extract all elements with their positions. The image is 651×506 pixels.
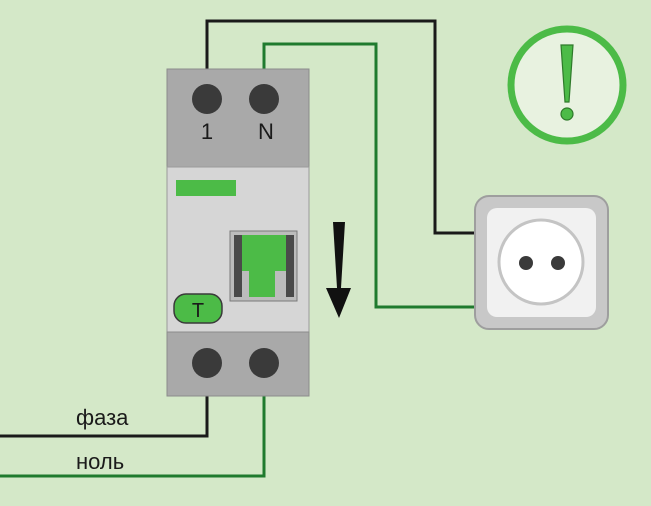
breaker-lever[interactable]: [229, 230, 298, 302]
phase-wire-label: фаза: [76, 405, 129, 430]
test-button-label: T: [192, 300, 204, 322]
socket-pin-hole-left: [519, 256, 533, 270]
terminal-label-neutral: N: [258, 119, 274, 144]
status-indicator: [176, 180, 236, 196]
down-arrow-icon: [326, 222, 351, 318]
terminal-screw-neutral-bottom: [249, 348, 279, 378]
test-button[interactable]: T: [173, 293, 223, 324]
breaker-top-block: [166, 68, 310, 168]
phase-wire-top: [205, 19, 475, 235]
neutral-wire-top: [262, 42, 475, 309]
power-socket-icon: [474, 195, 609, 330]
neutral-wire-label: ноль: [76, 449, 124, 474]
terminal-label-phase: 1: [201, 119, 213, 144]
phase-wire-bottom: [0, 380, 209, 438]
terminal-screw-phase-top: [192, 84, 222, 114]
neutral-wire-bottom: [0, 380, 266, 478]
wires: [0, 19, 475, 478]
socket-pin-hole-right: [551, 256, 565, 270]
exclamation-circle-icon: [507, 25, 627, 145]
breaker-bottom-block: [166, 331, 310, 397]
terminal-screw-neutral-top: [249, 84, 279, 114]
rcd-breaker: 1 N T: [166, 68, 310, 397]
terminal-screw-phase-bottom: [192, 348, 222, 378]
